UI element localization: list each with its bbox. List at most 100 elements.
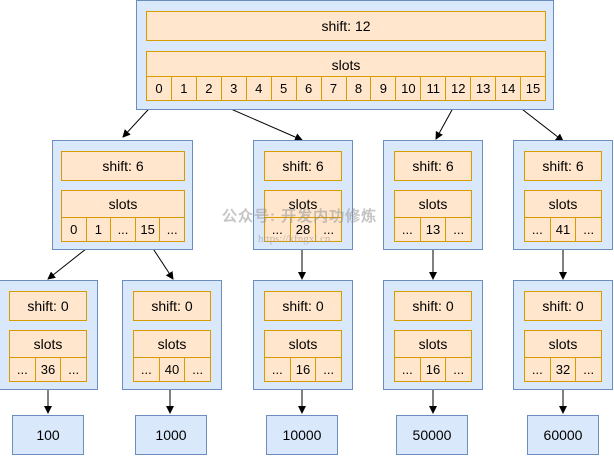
l2-slots: slots ... 40 ...	[133, 330, 211, 382]
l2-slots: slots ... 16 ...	[264, 330, 342, 382]
slot-cell: ...	[111, 218, 136, 241]
l1-slot-cells: ... 41 ...	[525, 217, 601, 241]
l2-shift: shift: 0	[394, 291, 472, 321]
l1-shift: shift: 6	[394, 151, 472, 181]
l2-shift: shift: 0	[133, 291, 211, 321]
slot-cell: ...	[453, 222, 465, 237]
root-shift: shift: 12	[146, 11, 546, 41]
l2-node-0: shift: 0 slots ... 36 ...	[0, 280, 98, 390]
slot-cell: 4	[247, 77, 272, 100]
leaf-value-0: 100	[12, 415, 84, 455]
slot-cell: ...	[10, 358, 36, 381]
l2-node-4: shift: 0 slots ... 32 ...	[513, 280, 613, 390]
l1-shift: shift: 6	[264, 151, 342, 181]
slot-cell: ...	[583, 222, 595, 237]
slot-cell: 3	[222, 77, 247, 100]
slot-cell: 28	[291, 218, 317, 241]
l2-node-3: shift: 0 slots ... 16 ...	[383, 280, 483, 390]
leaf-value-4: 60000	[527, 415, 599, 455]
l1-slots-label: slots	[288, 196, 318, 212]
l1-slots: slots 0 1 ... 15 ...	[61, 190, 185, 242]
l2-slots-label: slots	[288, 336, 318, 352]
root-slots: slots 0 1 2 3 4 5 6 7 8 9 10 11 12 13 14…	[146, 51, 546, 101]
slot-cell: 6	[297, 77, 322, 100]
slot-cell: ...	[68, 362, 80, 377]
slot-cell: 15	[525, 81, 541, 96]
l2-node-1: shift: 0 slots ... 40 ...	[122, 280, 222, 390]
root-slots-label: slots	[331, 57, 361, 73]
l1-slots: slots ... 41 ...	[524, 190, 602, 242]
l2-slots: slots ... 32 ...	[524, 330, 602, 382]
slot-cell: 9	[371, 77, 397, 100]
slot-cell: ...	[134, 358, 160, 381]
slot-cell: 5	[272, 77, 297, 100]
watermark-text: 公众号: 开发内功修炼	[222, 208, 378, 225]
l2-shift: shift: 0	[264, 291, 342, 321]
slot-cell: 1	[87, 218, 112, 241]
slot-cell: 11	[421, 77, 447, 100]
slot-cell: 0	[62, 218, 87, 241]
l1-slot-cells: ... 28 ...	[265, 217, 341, 241]
slot-cell: ...	[265, 218, 291, 241]
slot-cell: 14	[496, 77, 522, 100]
l1-slots: slots ... 28 ...	[264, 190, 342, 242]
slot-cell: ...	[265, 358, 291, 381]
slot-cell: 2	[197, 77, 222, 100]
root-slot-cells: 0 1 2 3 4 5 6 7 8 9 10 11 12 13 14 15	[147, 76, 545, 100]
slot-cell: ...	[453, 362, 465, 377]
slot-cell: ...	[395, 358, 421, 381]
l2-slot-cells: ... 36 ...	[10, 357, 86, 381]
l2-shift: shift: 0	[9, 291, 87, 321]
slot-cell: ...	[323, 222, 335, 237]
l2-slot-cells: ... 16 ...	[265, 357, 341, 381]
l1-shift: shift: 6	[524, 151, 602, 181]
l2-slot-cells: ... 40 ...	[134, 357, 210, 381]
slot-cell: 32	[551, 358, 577, 381]
slot-cell: ...	[525, 358, 551, 381]
watermark-url: https://kfngxl.cn	[258, 233, 331, 245]
slot-cell: 0	[147, 77, 172, 100]
slot-cell: ...	[395, 218, 421, 241]
l1-node-2: shift: 6 slots ... 13 ...	[383, 140, 483, 250]
leaf-value-2: 10000	[266, 415, 338, 455]
l2-node-2: shift: 0 slots ... 16 ...	[253, 280, 353, 390]
l2-slots-label: slots	[157, 336, 187, 352]
l1-shift: shift: 6	[61, 151, 185, 181]
l2-slot-cells: ... 32 ...	[525, 357, 601, 381]
slot-cell: 16	[291, 358, 317, 381]
l1-slots: slots ... 13 ...	[394, 190, 472, 242]
l1-slot-cells: 0 1 ... 15 ...	[62, 217, 184, 241]
slot-cell: 12	[446, 77, 472, 100]
l2-slots-label: slots	[418, 336, 448, 352]
l1-slots-label: slots	[108, 196, 138, 212]
l2-slots: slots ... 36 ...	[9, 330, 87, 382]
slot-cell: 8	[347, 77, 372, 100]
l1-slots-label: slots	[418, 196, 448, 212]
slot-cell: 16	[421, 358, 447, 381]
slot-cell: ...	[192, 362, 204, 377]
l2-slots-label: slots	[548, 336, 578, 352]
l2-slot-cells: ... 16 ...	[395, 357, 471, 381]
leaf-value-3: 50000	[396, 415, 468, 455]
slot-cell: 40	[160, 358, 186, 381]
slot-cell: 7	[322, 77, 347, 100]
l2-slots-label: slots	[33, 336, 63, 352]
slot-cell: 1	[172, 77, 197, 100]
slot-cell: ...	[583, 362, 595, 377]
leaf-value-1: 1000	[135, 415, 207, 455]
l1-node-3: shift: 6 slots ... 41 ...	[513, 140, 613, 250]
l2-slots: slots ... 16 ...	[394, 330, 472, 382]
slot-cell: 41	[551, 218, 577, 241]
slot-cell: ...	[323, 362, 335, 377]
l1-node-0: shift: 6 slots 0 1 ... 15 ...	[52, 140, 193, 250]
l1-slot-cells: ... 13 ...	[395, 217, 471, 241]
slot-cell: 15	[136, 218, 161, 241]
slot-cell: ...	[166, 222, 178, 237]
slot-cell: 36	[36, 358, 62, 381]
slot-cell: 13	[421, 218, 447, 241]
l1-slots-label: slots	[548, 196, 578, 212]
l2-shift: shift: 0	[524, 291, 602, 321]
l1-node-1: shift: 6 slots ... 28 ...	[253, 140, 353, 250]
slot-cell: ...	[525, 218, 551, 241]
slot-cell: 10	[396, 77, 422, 100]
